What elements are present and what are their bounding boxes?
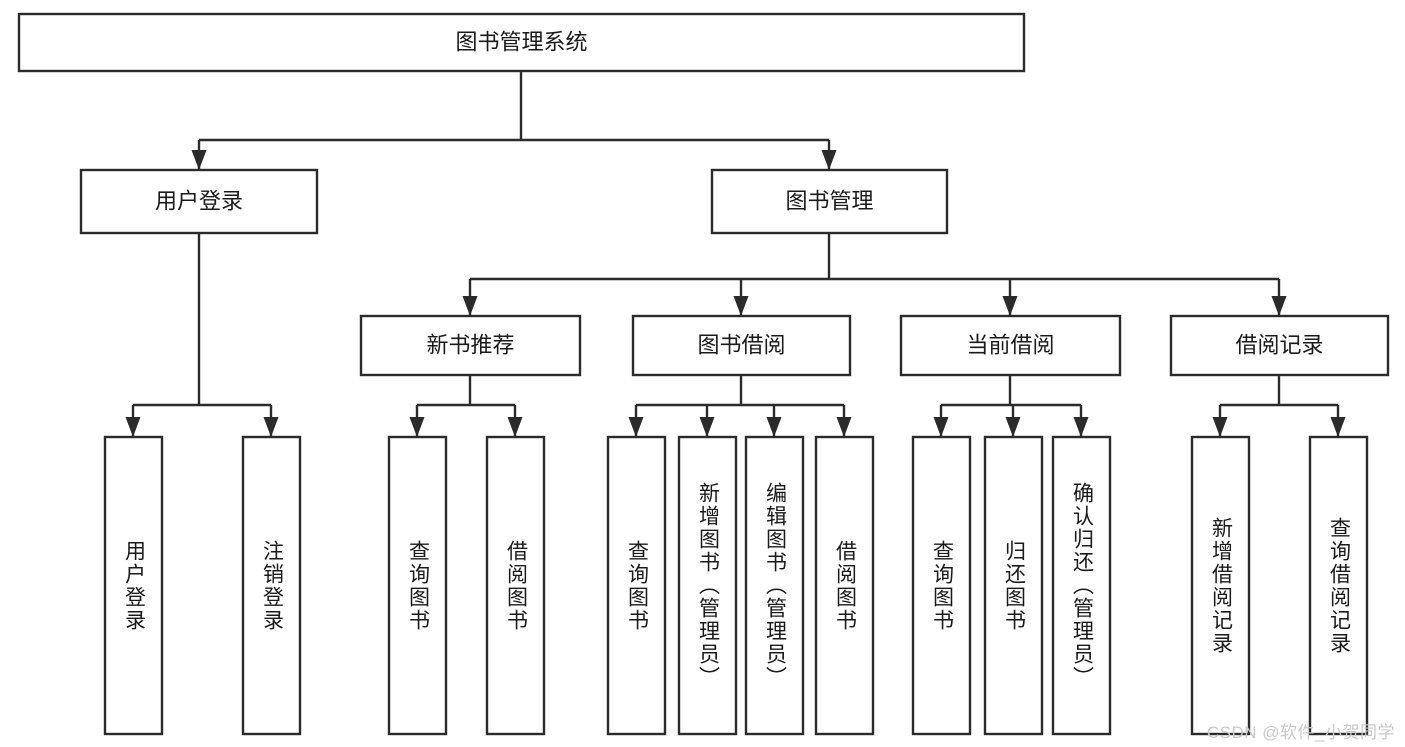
node-level2-1-label: 图书借阅 (697, 332, 785, 357)
node-level2-0[interactable] (359, 314, 582, 377)
arrow-head-icon (263, 417, 279, 437)
node-level1-0-label: 用户登录 (155, 188, 243, 213)
arrow-head-icon (1212, 417, 1228, 437)
node-leaf-6[interactable] (744, 435, 805, 736)
node-leaf-5[interactable] (677, 435, 738, 736)
node-leaf-1[interactable] (241, 435, 302, 736)
node-leaf-10[interactable] (1051, 435, 1112, 736)
arrow-head-icon (125, 417, 141, 437)
arrow-head-icon (821, 150, 837, 170)
node-level2-3-label: 借阅记录 (1235, 332, 1323, 357)
arrow-head-icon (409, 417, 425, 437)
node-level2-1[interactable] (631, 314, 852, 377)
node-leaf-7[interactable] (814, 435, 875, 736)
node-leaf-4[interactable] (606, 435, 667, 736)
arrow-head-icon (836, 417, 852, 437)
node-level2-2[interactable] (899, 314, 1122, 377)
node-level1-0[interactable] (79, 168, 319, 235)
node-level2-2-label: 当前借阅 (966, 332, 1054, 357)
arrow-head-icon (933, 417, 949, 437)
arrow-head-icon (507, 417, 523, 437)
arrow-head-icon (628, 417, 644, 437)
arrow-head-icon (1073, 417, 1089, 437)
arrow-head-icon (1271, 296, 1287, 316)
arrow-head-icon (462, 296, 478, 316)
arrow-head-icon (1005, 417, 1021, 437)
node-leaf-11[interactable] (1190, 435, 1251, 736)
node-leaf-0[interactable] (103, 435, 164, 736)
arrow-head-icon (733, 296, 749, 316)
node-level1-1-label: 图书管理 (785, 188, 873, 213)
node-leaf-8[interactable] (911, 435, 972, 736)
arrow-head-icon (766, 417, 782, 437)
node-leaf-9[interactable] (983, 435, 1044, 736)
node-leaf-12[interactable] (1308, 435, 1369, 736)
node-root[interactable] (17, 12, 1026, 73)
node-level1-1[interactable] (710, 168, 949, 235)
node-level2-0-label: 新书推荐 (426, 332, 514, 357)
arrow-head-icon (699, 417, 715, 437)
node-leaf-3[interactable] (485, 435, 546, 736)
arrow-head-icon (1330, 417, 1346, 437)
node-leaf-2[interactable] (387, 435, 448, 736)
watermark-text: CSDN @软件_小贺同学 (1206, 723, 1395, 742)
node-level2-3[interactable] (1169, 314, 1390, 377)
node-root-label: 图书管理系统 (455, 29, 587, 54)
arrow-head-icon (191, 150, 207, 170)
arrow-head-icon (1002, 296, 1018, 316)
